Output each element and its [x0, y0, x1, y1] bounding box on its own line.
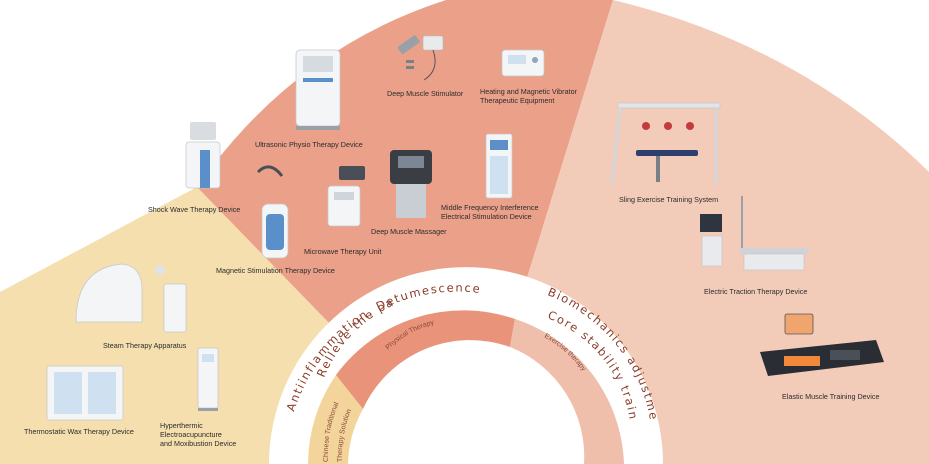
electric-traction-device-image	[700, 196, 808, 271]
thermostatic-wax-label: Thermostatic Wax Therapy Device	[24, 427, 134, 436]
microwave-device-image	[327, 166, 365, 227]
magnetic-stimulation-device-image	[256, 165, 289, 259]
hyperthermic-label-2: Electroacupuncture	[160, 430, 222, 439]
shock-wave-device-image	[185, 122, 221, 189]
deep-muscle-massager-label: Deep Muscle Massager	[371, 227, 447, 236]
electric-traction-label: Electric Traction Therapy Device	[704, 287, 807, 296]
ultrasonic-device-image	[295, 49, 341, 130]
sling-exercise-label: Sling Exercise Training System	[619, 195, 718, 204]
thermostatic-wax-image	[46, 365, 124, 421]
shock-wave-device-label: Shock Wave Therapy Device	[148, 205, 240, 214]
microwave-device-label: Microwave Therapy Unit	[304, 247, 381, 256]
heating-magnetic-vibrator-image	[501, 49, 545, 77]
physical-inner-band	[336, 310, 515, 409]
elastic-muscle-device-image	[760, 313, 884, 376]
exercise-inner-band	[510, 319, 624, 464]
hyperthermic-label-1: Hyperthermic	[160, 421, 203, 430]
ultrasonic-device-label: Ultrasonic Physio Therapy Device	[255, 140, 363, 149]
magnetic-stimulation-label: Magnetic Stimulation Therapy Device	[216, 266, 335, 275]
steam-therapy-label: Steam Therapy Apparatus	[103, 341, 187, 350]
hyperthermic-label-3: and Moxibustion Device	[160, 439, 236, 448]
hyperthermic-device-image	[197, 347, 219, 411]
middle-frequency-label-2: Electrical Stimulation Device	[441, 212, 532, 221]
heating-magnetic-vibrator-label-2: Therapeutic Equipment	[480, 96, 554, 105]
middle-frequency-label-1: Middle Frequency Interference	[441, 203, 538, 212]
sling-exercise-system-image	[610, 102, 721, 185]
deep-muscle-stimulator-label: Deep Muscle Stimulator	[387, 89, 464, 98]
middle-frequency-device-image	[485, 133, 513, 199]
deep-muscle-massager-image	[390, 150, 432, 218]
inner-white-ring	[269, 267, 663, 464]
elastic-muscle-label: Elastic Muscle Training Device	[782, 392, 879, 401]
tcm-inner-band	[308, 375, 363, 464]
heating-magnetic-vibrator-label-1: Heating and Magnetic Vibrator	[480, 87, 578, 96]
steam-therapy-image	[75, 263, 187, 333]
deep-muscle-stimulator-image	[397, 35, 444, 81]
